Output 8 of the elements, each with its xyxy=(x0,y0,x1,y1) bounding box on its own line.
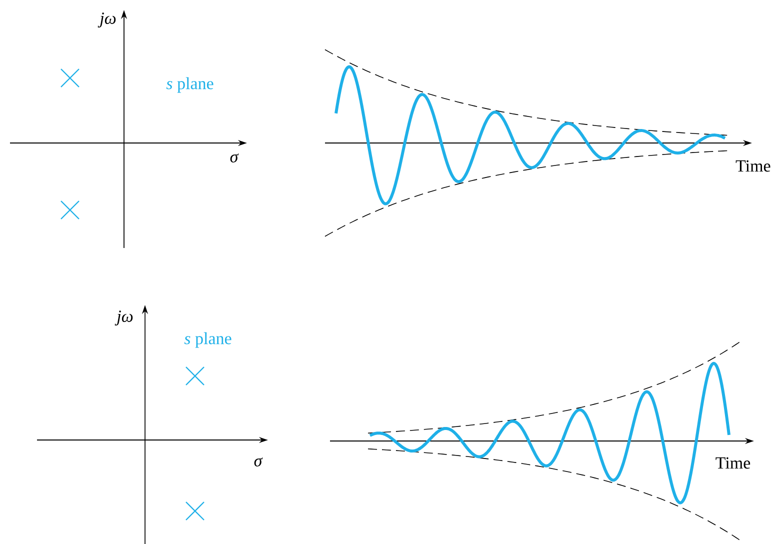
axis-label: σ xyxy=(230,154,239,162)
axis-label: Time xyxy=(736,160,770,172)
axis-label: jω xyxy=(114,310,133,326)
axis-label: σ xyxy=(254,458,263,466)
plane-label: s plane xyxy=(166,77,214,93)
axis-label: jω xyxy=(98,12,116,28)
plane-label: s plane xyxy=(184,332,232,348)
axis-label: Time xyxy=(716,457,750,469)
